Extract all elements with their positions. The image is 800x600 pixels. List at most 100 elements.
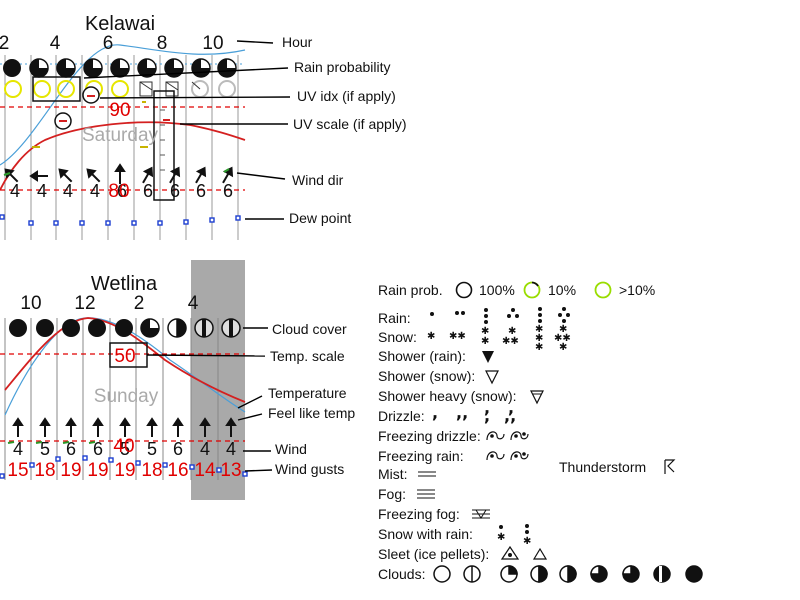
legend-shower-snow: Shower (snow): xyxy=(378,368,476,384)
svg-text:✱: ✱ xyxy=(427,331,435,342)
cloud-cover-row xyxy=(9,318,241,338)
wind-speed: 6 xyxy=(223,181,233,201)
legend-freezing-fog: Freezing fog: xyxy=(378,506,460,522)
wetlina-meteogram: Wetlina 10 12 2 4 50 Sunday xyxy=(0,260,248,500)
dew-point-row xyxy=(0,214,241,226)
svg-text:✱✱: ✱✱ xyxy=(449,331,466,342)
shower-heavy-snow-icon xyxy=(530,390,544,405)
annotation-wind-gusts: Wind gusts xyxy=(275,461,345,477)
hour-label: 4 xyxy=(50,33,61,54)
svg-text:,: , xyxy=(432,404,438,422)
freezing-fog-icon xyxy=(472,509,490,519)
uv-idx-highlight xyxy=(32,76,81,102)
mist-icon xyxy=(418,471,436,477)
wind-gust-value: 18 xyxy=(34,460,55,481)
cloud-cover-icons xyxy=(433,565,703,583)
rain-prob-100-icon xyxy=(455,281,473,299)
annotation-wind: Wind xyxy=(275,441,307,457)
cloud-icons-row xyxy=(3,58,237,78)
annotation-uv-scale: UV scale (if apply) xyxy=(293,116,407,132)
wind-scale-label: 80 xyxy=(108,181,129,202)
legend-mist: Mist: xyxy=(378,466,408,482)
hour-grid xyxy=(4,55,239,240)
annotation-rain-probability: Rain probability xyxy=(294,59,391,75)
rain-prob-10-icon xyxy=(523,281,541,299)
svg-text:✱: ✱ xyxy=(481,336,489,347)
legend-clouds: Clouds: xyxy=(378,566,426,582)
svg-text:✱: ✱ xyxy=(559,324,567,335)
wind-speed: 4 xyxy=(10,181,20,201)
legend-snow-with-rain: Snow with rain: xyxy=(378,526,473,542)
legend-rain-prob-10: 10% xyxy=(548,282,577,298)
annotation-uv-idx: UV idx (if apply) xyxy=(297,88,396,104)
legend-rain-prob-label: Rain prob. xyxy=(378,282,443,298)
annotation-cloud-cover: Cloud cover xyxy=(272,321,347,337)
temp-scale-label: 50 xyxy=(114,346,135,367)
legend-thunderstorm: Thunderstorm xyxy=(559,459,647,475)
svg-text:✱✱: ✱✱ xyxy=(502,336,519,347)
hour-label: 8 xyxy=(157,33,168,54)
shower-rain-icon xyxy=(482,351,494,363)
hour-label: 2 xyxy=(134,293,145,314)
svg-text:✱: ✱ xyxy=(497,532,505,543)
wind-speed: 4 xyxy=(200,439,210,459)
wind-gust-value: 19 xyxy=(114,460,135,481)
hour-label: 6 xyxy=(103,33,114,54)
day-label: Sunday xyxy=(94,386,159,407)
wind-gust-value: 13 xyxy=(220,460,241,481)
legend-rain-prob-gt10: >10% xyxy=(619,282,656,298)
wind-speed: 6 xyxy=(196,181,206,201)
temperature-curve xyxy=(0,121,246,191)
wind-gust-value: 19 xyxy=(87,460,108,481)
svg-text:✱: ✱ xyxy=(559,342,567,353)
symbol-legend: Rain prob. 100% 10% >10% Rain: Snow: ✱ ✱… xyxy=(378,280,798,595)
wind-gust-value: 14 xyxy=(194,460,216,481)
svg-text:,: , xyxy=(484,404,490,417)
svg-text:✱: ✱ xyxy=(523,536,531,546)
hour-label: 10 xyxy=(20,293,41,314)
wind-speed: 4 xyxy=(226,439,236,459)
uv-index-row xyxy=(4,80,236,98)
temp-scale-label: 90 xyxy=(109,100,130,121)
rain-icons xyxy=(430,307,570,324)
svg-text:✱✱: ✱✱ xyxy=(554,333,571,344)
legend-fog: Fog: xyxy=(378,486,407,502)
wind-speed: 6 xyxy=(117,181,127,201)
wind-speed: 5 xyxy=(120,439,130,459)
svg-text:,: , xyxy=(508,404,514,417)
uv-scale-box xyxy=(153,90,175,201)
wind-gust-value: 19 xyxy=(60,460,81,481)
legend-shower-heavy-snow: Shower heavy (snow): xyxy=(378,388,517,404)
legend-snow-label: Snow: xyxy=(378,329,417,345)
wind-speed: 4 xyxy=(13,439,23,459)
rain-prob-gt10-icon xyxy=(594,281,612,299)
wind-speed: 6 xyxy=(143,181,153,201)
freezing-rain-icon xyxy=(486,451,529,461)
feel-like-curve xyxy=(0,44,246,166)
legend-freezing-rain: Freezing rain: xyxy=(378,448,464,464)
annotation-temp-scale: Temp. scale xyxy=(270,348,345,364)
annotation-hour: Hour xyxy=(282,34,313,50)
legend-drizzle: Drizzle: xyxy=(378,408,425,424)
snow-icons: ✱ ✱✱ ✱✱ ✱✱✱ ✱✱✱ ✱✱✱✱ xyxy=(427,324,571,353)
location-title: Wetlina xyxy=(91,273,158,295)
legend-shower-rain: Shower (rain): xyxy=(378,348,466,364)
wind-arrows xyxy=(12,417,237,437)
hour-label: 10 xyxy=(202,33,223,54)
annotation-temperature: Temperature xyxy=(268,385,347,401)
wind-speed: 5 xyxy=(147,439,157,459)
svg-text:,,: ,, xyxy=(504,406,516,424)
wind-speed: 4 xyxy=(63,181,73,201)
legend-sleet: Sleet (ice pellets): xyxy=(378,546,490,562)
snow-with-rain-icons: ✱ ✱ xyxy=(497,524,531,546)
drizzle-icons: ,,, ,, ,,, xyxy=(432,404,516,424)
legend-rain-label: Rain: xyxy=(378,310,411,326)
wind-speed: 4 xyxy=(90,181,100,201)
dew-point-row xyxy=(0,455,248,479)
svg-text:,,: ,, xyxy=(456,404,468,422)
location-title: Kelawai xyxy=(85,13,155,35)
wind-gust-value: 15 xyxy=(7,460,28,481)
wind-speed: 6 xyxy=(66,439,76,459)
wind-gust-value: 18 xyxy=(141,460,162,481)
